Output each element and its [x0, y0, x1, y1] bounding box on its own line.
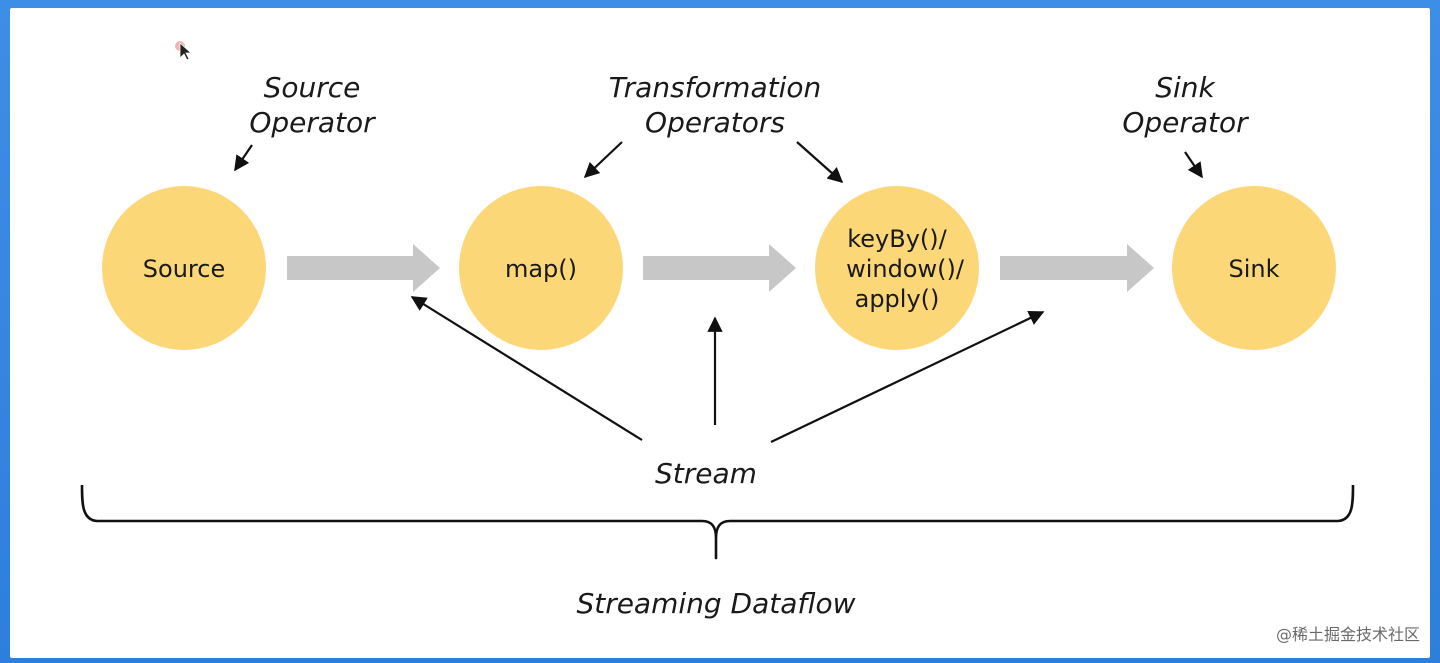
sink-operator-pointer-arrow — [1184, 151, 1203, 179]
flow-arrow-keyby-to-sink — [1000, 244, 1154, 292]
stream-pointer-arrow-1 — [410, 296, 643, 441]
slide-canvas — [10, 8, 1430, 658]
dataflow-curly-brace — [80, 484, 1355, 560]
source-operator-label-line2: Operator — [249, 106, 376, 139]
flow-arrow-map-to-keyby — [643, 244, 796, 292]
watermark-text: @稀土掘金技术社区 — [1276, 625, 1420, 644]
transformation-operators-label-line2: Operators — [645, 106, 785, 139]
node-sink: Sink — [1172, 186, 1336, 350]
node-map-label: map() — [505, 255, 577, 283]
node-keyby-label-line1: keyBy()/ — [847, 225, 947, 253]
node-map: map() — [459, 186, 623, 350]
streaming-dataflow-label: Streaming Dataflow — [576, 587, 855, 620]
node-sink-label: Sink — [1228, 255, 1279, 283]
stream-pointer-arrow-3 — [770, 311, 1045, 443]
node-source: Source — [102, 186, 266, 350]
transformation-operators-label-line1: Transformation — [609, 71, 822, 104]
node-source-label: Source — [143, 255, 225, 283]
source-operator-label-line1: Source — [264, 71, 361, 104]
sink-operator-label-line2: Operator — [1122, 106, 1249, 139]
node-keyby-label-line3: apply() — [855, 285, 940, 313]
stream-label: Stream — [655, 457, 757, 490]
node-keyby-label-line2: window()/ — [846, 255, 965, 283]
node-keyby-window-apply: keyBy()/ window()/ apply() — [815, 186, 979, 350]
mouse-cursor-icon — [175, 41, 193, 61]
sink-operator-label-line1: Sink — [1155, 71, 1216, 104]
source-operator-pointer-arrow — [234, 144, 253, 172]
flow-arrow-source-to-map — [287, 244, 440, 292]
map-operator-pointer-arrow — [583, 141, 623, 179]
keyby-operator-pointer-arrow — [796, 141, 844, 184]
